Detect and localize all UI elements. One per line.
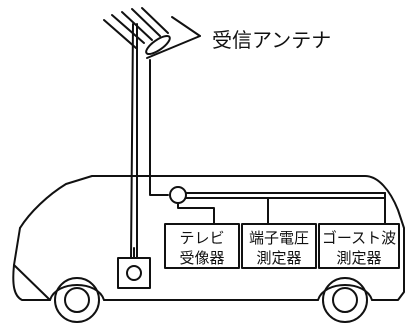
rear-wheel-tire — [322, 277, 368, 323]
antenna-elements — [103, 7, 201, 59]
rear-wheel-hub — [332, 287, 358, 313]
antenna-dipole — [145, 34, 171, 56]
ghost-meter-box — [318, 223, 400, 269]
antenna-label: 受信アンテナ — [212, 28, 331, 52]
front-wheel-arch — [49, 284, 105, 301]
mast-base-unit — [117, 247, 151, 289]
mast-pole-left — [130, 23, 134, 259]
antenna-element-2 — [111, 14, 145, 44]
ghost-meter-label-1: ゴースト波 — [322, 229, 396, 247]
voltage-meter-label-1: 端子電圧 — [249, 229, 309, 247]
voltage-meter-box — [241, 223, 317, 269]
cable-routing — [149, 59, 386, 225]
antenna-element-1 — [103, 19, 137, 49]
van-front-line — [13, 227, 21, 266]
front-wheel-tire — [54, 277, 100, 323]
tv-receiver-box — [164, 223, 240, 269]
feed-cable — [149, 59, 169, 196]
cable-to-tv — [177, 202, 215, 225]
voltage-meter-label-2: 測定器 — [256, 249, 301, 267]
signal-splitter — [169, 186, 187, 204]
antenna-element-5 — [141, 7, 169, 34]
antenna-boom — [146, 35, 201, 59]
rear-wheel-arch — [317, 284, 373, 301]
mast-base-dial — [126, 265, 142, 281]
tv-receiver-label-1: テレビ — [179, 229, 224, 247]
antenna-mast — [130, 23, 138, 259]
antenna-element-6 — [171, 16, 201, 37]
front-wheel — [49, 277, 105, 323]
instrument-rack: テレビ 受像器 端子電圧 測定器 ゴースト波 測定器 — [164, 223, 400, 269]
antenna-element-4 — [131, 8, 161, 37]
tv-receiver-label-2: 受像器 — [179, 249, 224, 267]
ghost-meter-label-2: 測定器 — [336, 249, 381, 267]
front-wheel-hub — [64, 287, 90, 313]
rear-wheel — [317, 277, 373, 323]
mast-base-box — [117, 257, 151, 289]
